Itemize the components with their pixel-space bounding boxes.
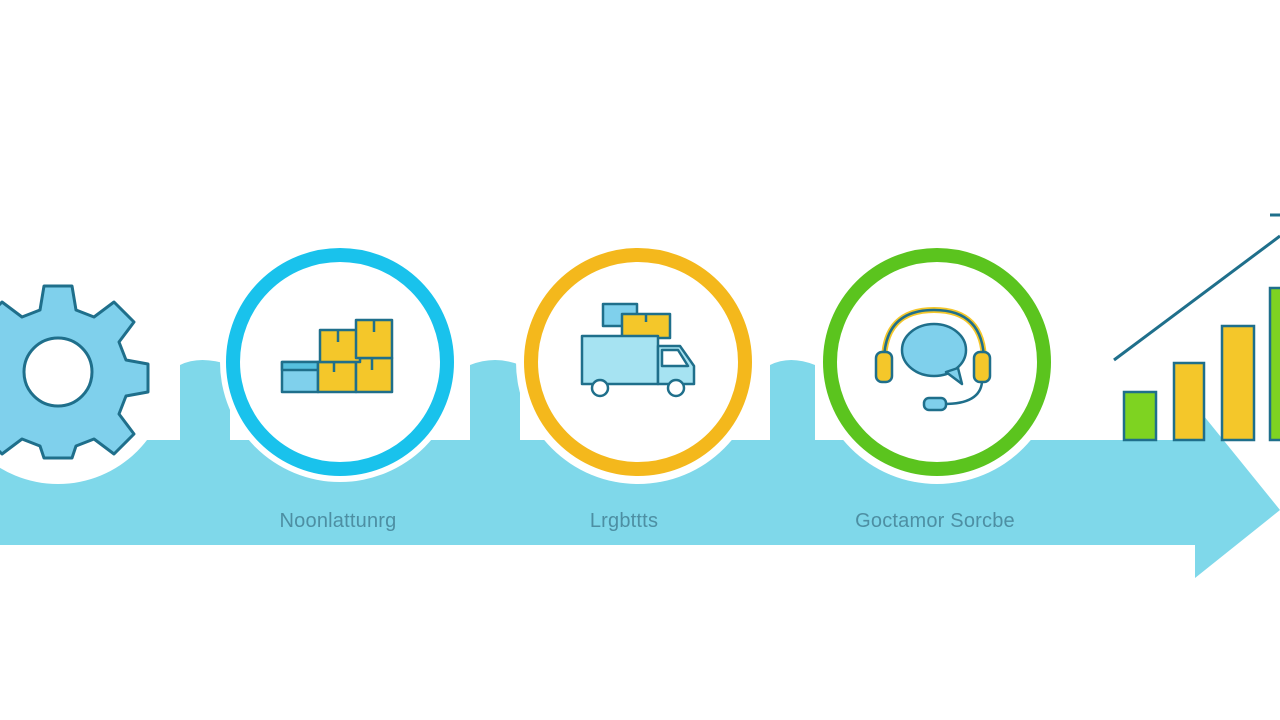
step-1 bbox=[220, 242, 460, 482]
step-2 bbox=[516, 240, 760, 484]
step-1-label: Noonlattunrg bbox=[279, 510, 397, 532]
boxes-icon bbox=[280, 318, 394, 394]
gear-icon bbox=[0, 260, 170, 484]
headset-icon bbox=[874, 307, 992, 412]
delivery-truck-icon bbox=[580, 302, 696, 398]
step-3 bbox=[815, 240, 1059, 484]
growth-bar-chart-icon bbox=[1113, 213, 1280, 442]
step-2-label: Lrgbttts bbox=[589, 510, 659, 532]
step-3-label: Goctamor Sorcbe bbox=[855, 510, 1015, 532]
